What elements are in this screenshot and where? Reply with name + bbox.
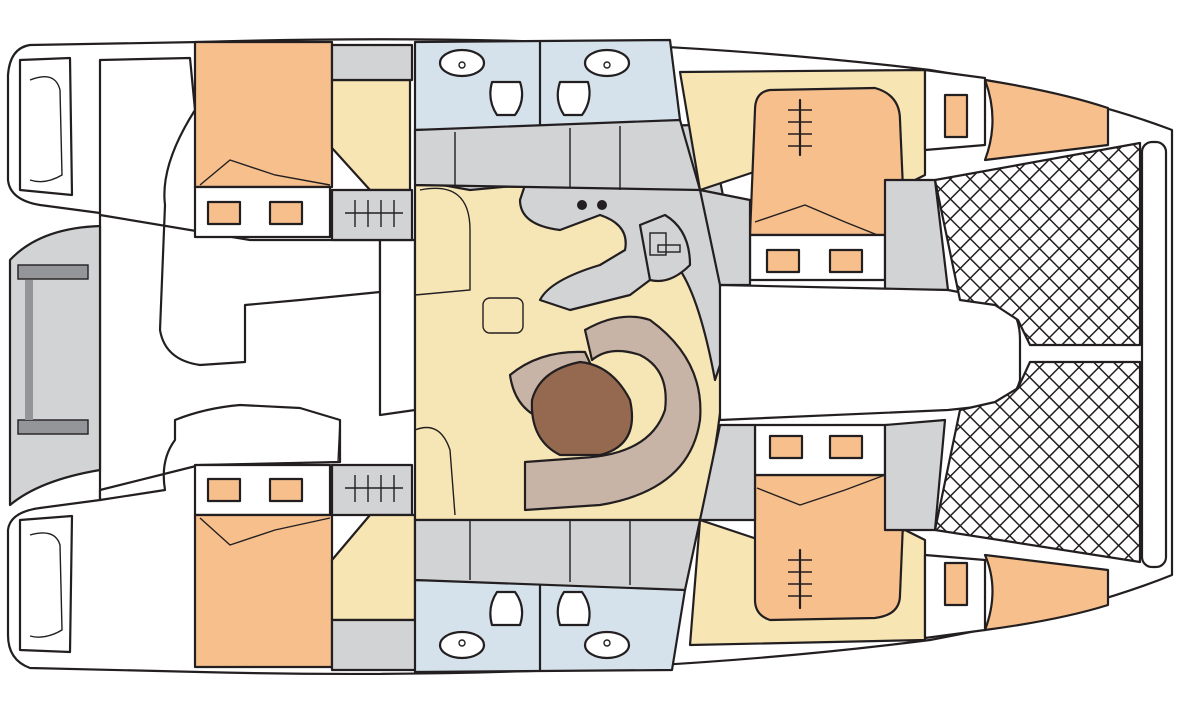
forward-deck (718, 283, 1022, 422)
bow-cabin-top (983, 78, 1110, 162)
sink-icon (438, 630, 486, 660)
bow-crossbeam (1140, 140, 1168, 569)
net-trampoline-icon (933, 141, 1142, 347)
toilet-icon (556, 590, 591, 627)
nav-table-square (482, 297, 524, 334)
corridor-bottom (413, 518, 702, 592)
cockpit-bench-bottom (98, 403, 342, 502)
ladder-icon (788, 98, 812, 157)
toilet-icon (489, 80, 524, 117)
sink-icon (438, 48, 486, 78)
cockpit-step-helm (378, 238, 417, 417)
ladder-icon (330, 188, 414, 242)
bow-cabin-bottom (983, 553, 1110, 632)
salon-sofa (523, 315, 702, 512)
corridor-top (413, 118, 702, 192)
sink-icon (583, 630, 631, 660)
aft-cabin-bottom-bed (193, 513, 334, 669)
sink-icon (577, 200, 607, 210)
ladder-icon (788, 548, 812, 610)
forward-cabin-top-bed (748, 86, 907, 237)
sink-icon (583, 48, 631, 78)
toilet-icon (556, 80, 591, 117)
stove-icon (649, 232, 681, 256)
table-icon (530, 360, 634, 457)
toilet-icon (489, 590, 524, 627)
ladder-icon (330, 463, 414, 517)
aft-cabin-top-bed (193, 40, 334, 189)
net-trampoline-icon (933, 360, 1142, 564)
galley-island (638, 213, 692, 283)
stern-steps-top (18, 56, 74, 197)
stern-steps-bottom (18, 514, 74, 654)
